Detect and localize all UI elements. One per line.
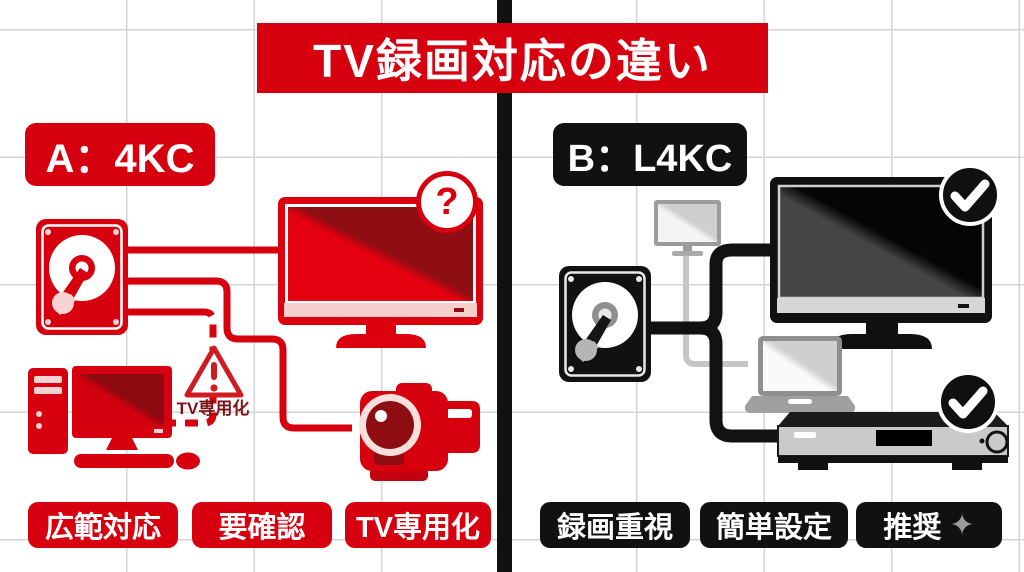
tag-right-3-label: 推奨 (883, 512, 942, 544)
question-icon: ? (416, 171, 478, 233)
tag-left-3-label: TV専用化 (355, 512, 481, 544)
warning-label: TV専用化 (176, 399, 250, 418)
wire-hdd-to-camcorder (126, 277, 352, 432)
tv-icon (770, 177, 992, 349)
camcorder-icon (359, 383, 480, 481)
tag-right-1-label: 録画重視 (556, 512, 673, 544)
page-title: TV録画対応の違い (257, 23, 768, 93)
wire-gray-monitor-laptop (683, 254, 748, 367)
tag-right-3: 推奨 ✦ (856, 502, 1002, 548)
wire-hdd-to-pc-dashed (170, 308, 217, 427)
tag-left-3: TV専用化 (345, 502, 491, 548)
wire-branch-to-tv (699, 243, 774, 335)
tag-left-2: 要確認 (192, 502, 332, 548)
monitor-icon (654, 200, 721, 256)
sparkle-icon: ✦ (949, 508, 975, 542)
laptop-icon (744, 336, 856, 413)
tag-right-2-label: 簡単設定 (715, 512, 832, 544)
tag-right-1: 録画重視 (540, 502, 690, 548)
warning-triangle-icon (184, 345, 244, 398)
tag-left-2-label: 要確認 (218, 512, 306, 544)
wire-branch-to-recorder (699, 321, 780, 443)
check-icon (939, 164, 1001, 226)
hdd-icon (36, 219, 128, 335)
tag-left-1-label: 広範対応 (44, 512, 161, 544)
hdd-icon (559, 266, 651, 382)
tag-right-2: 簡単設定 (700, 502, 848, 548)
check-icon (937, 371, 999, 433)
panel-b-badge: B：L4KC (553, 123, 747, 186)
panel-a-badge: A：4KC (25, 123, 215, 186)
center-divider (497, 0, 512, 572)
tag-left-1: 広範対応 (28, 502, 178, 548)
desktop-pc-icon (28, 366, 200, 470)
